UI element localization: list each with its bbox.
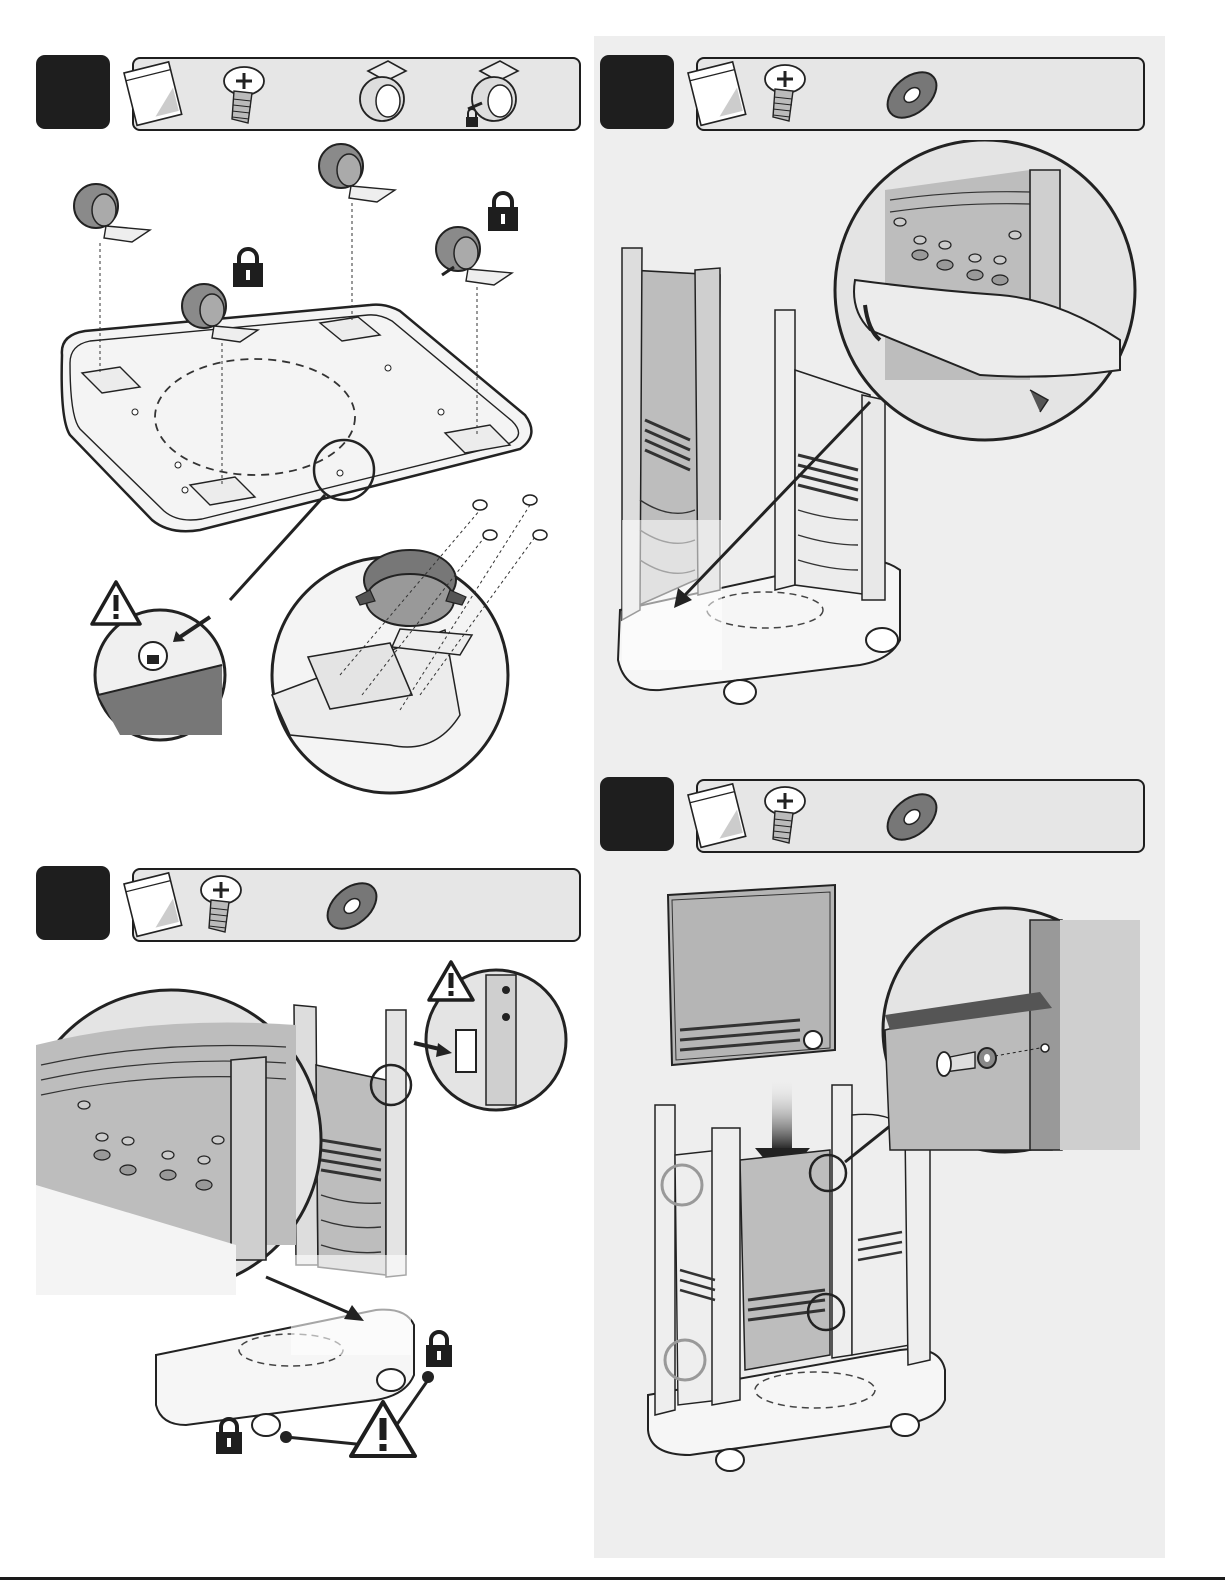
step-4-illustration <box>600 880 1160 1480</box>
panel-bolt-zoom <box>835 140 1135 440</box>
lock-detail-zoom <box>95 610 225 740</box>
caster-mount-zoom <box>272 495 547 793</box>
washer-icon <box>319 874 385 938</box>
bolt-icon <box>765 65 805 121</box>
lock-icon <box>426 1332 452 1367</box>
washer-icon <box>879 785 945 849</box>
hardware-bag-icon <box>688 784 746 848</box>
lock-icon <box>216 1419 242 1454</box>
hardware-bag-icon <box>124 62 182 126</box>
step-1-illustration <box>40 135 580 800</box>
bolt-icon <box>224 67 264 123</box>
step-1-header <box>36 55 581 129</box>
hardware-bag-icon <box>688 62 746 126</box>
hardware-icons <box>36 55 581 135</box>
cart-base <box>62 305 532 532</box>
side-panel-left <box>622 248 722 670</box>
bolt-icon <box>201 876 241 932</box>
hardware-icons <box>600 777 1145 857</box>
warning-icon <box>92 582 140 624</box>
lock-icon <box>233 249 263 287</box>
step-3-illustration <box>36 955 576 1475</box>
hardware-icons <box>36 866 581 946</box>
hardware-bag-icon <box>124 873 182 937</box>
back-panel <box>668 885 835 1065</box>
caster-icon <box>360 61 406 121</box>
step-4-header <box>600 777 1145 851</box>
bottom-rule <box>0 1577 1225 1580</box>
bolt-icon <box>765 787 805 843</box>
step-3-header <box>36 866 581 940</box>
panel-bolt-zoom <box>883 908 1140 1152</box>
locking-caster-icon <box>466 61 518 127</box>
washer-icon <box>879 63 945 127</box>
step-2-header <box>600 55 1145 129</box>
lock-icon <box>488 193 518 231</box>
step-2-illustration <box>600 140 1160 730</box>
hardware-icons <box>600 55 1145 135</box>
panel-bolt-zoom <box>36 990 321 1295</box>
